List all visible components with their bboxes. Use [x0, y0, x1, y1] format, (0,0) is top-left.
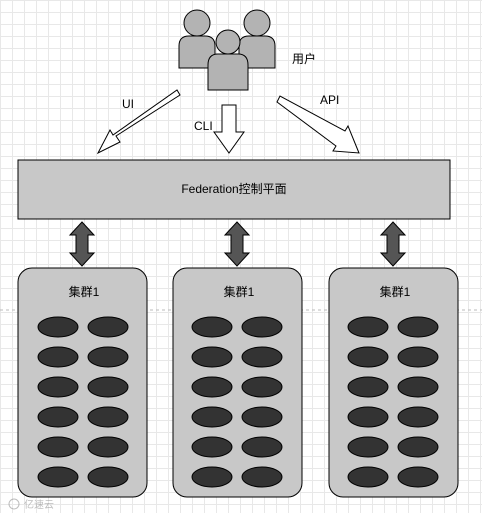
cluster-node	[241, 316, 283, 338]
api-label: API	[320, 93, 339, 107]
cluster-node	[87, 346, 129, 368]
watermark: 亿速云	[8, 498, 54, 511]
cluster-node	[347, 466, 389, 488]
users-icon	[178, 9, 276, 91]
cluster-node	[87, 466, 129, 488]
cluster-node	[191, 466, 233, 488]
cluster-node	[191, 406, 233, 428]
cluster-label: 集群1	[224, 284, 255, 299]
cluster-label: 集群1	[380, 284, 411, 299]
bidirectional-arrow-2	[223, 221, 251, 267]
cluster-label: 集群1	[69, 284, 100, 299]
cluster-node	[191, 346, 233, 368]
cluster-box: 集群1	[172, 267, 303, 498]
cluster-node	[37, 346, 79, 368]
cluster-node	[347, 346, 389, 368]
cluster-node	[241, 346, 283, 368]
cluster-node	[347, 376, 389, 398]
cluster-box: 集群1	[17, 267, 148, 498]
cluster-node	[87, 316, 129, 338]
ui-arrow	[96, 89, 181, 155]
cluster-node	[347, 316, 389, 338]
cluster-node	[241, 406, 283, 428]
cluster-node	[397, 436, 439, 458]
cluster-node	[397, 316, 439, 338]
cli-arrow	[213, 104, 245, 154]
cluster-node	[397, 406, 439, 428]
cluster-node	[37, 316, 79, 338]
cluster-node	[37, 376, 79, 398]
cluster-node	[397, 466, 439, 488]
cluster-node	[87, 436, 129, 458]
cluster-node	[37, 466, 79, 488]
federation-control-plane	[17, 159, 451, 220]
cluster-node	[191, 436, 233, 458]
cluster-node	[37, 406, 79, 428]
cluster-node	[191, 376, 233, 398]
cluster-node	[347, 406, 389, 428]
bidirectional-arrow-3	[379, 221, 407, 267]
watermark-text: 亿速云	[24, 498, 54, 511]
cluster-node	[87, 406, 129, 428]
cluster-node	[191, 316, 233, 338]
cluster-node	[347, 436, 389, 458]
cli-label: CLI	[194, 119, 213, 133]
cluster-node	[241, 466, 283, 488]
cluster-box: 集群1	[328, 267, 459, 498]
api-arrow	[276, 95, 360, 154]
cluster-node	[397, 376, 439, 398]
cluster-node	[397, 346, 439, 368]
control-plane-label: Federation控制平面	[181, 182, 286, 196]
user-label: 用户	[292, 51, 316, 66]
cluster-node	[87, 376, 129, 398]
watermark-icon	[8, 498, 20, 510]
cluster-node	[241, 376, 283, 398]
cluster-node	[37, 436, 79, 458]
ui-label: UI	[122, 97, 134, 111]
bidirectional-arrow-1	[68, 221, 96, 267]
cluster-node	[241, 436, 283, 458]
